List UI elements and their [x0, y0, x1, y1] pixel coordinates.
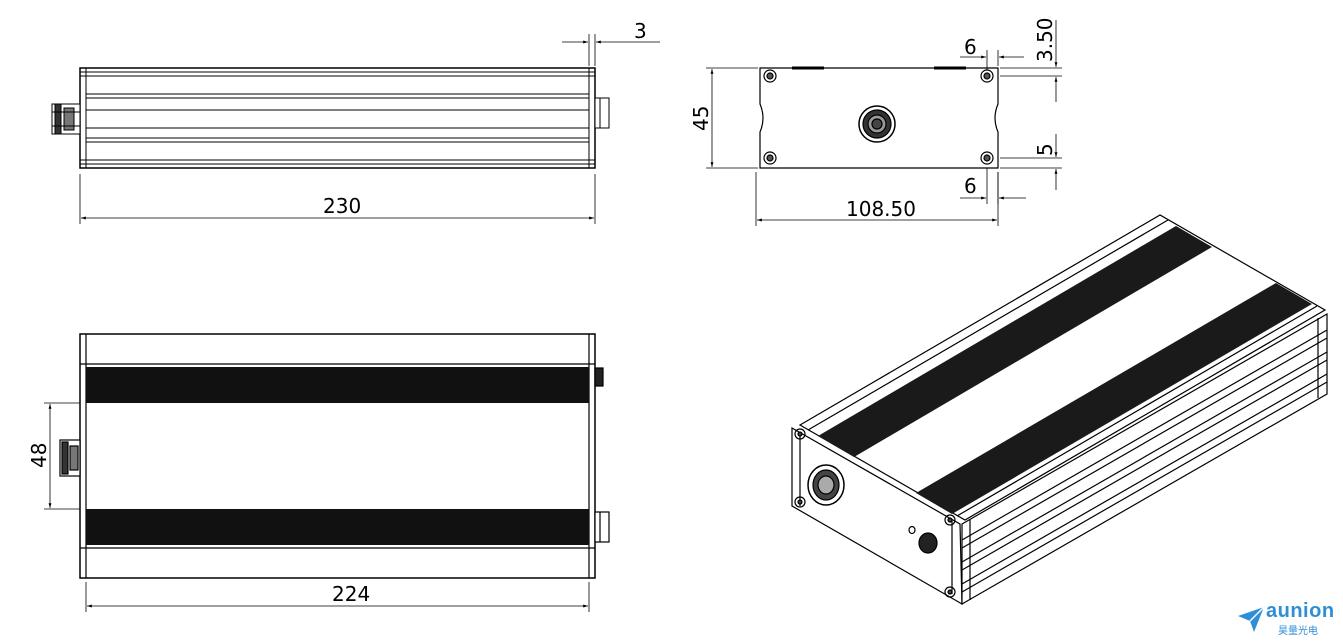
paper-plane-icon — [1238, 606, 1265, 632]
brand-logo: aunion 昊量光电 — [1236, 600, 1340, 638]
dimension-height: 45 — [689, 67, 758, 169]
top-view — [59, 333, 610, 579]
isometric-view — [791, 214, 1328, 606]
dimension-offset: 3 — [562, 19, 660, 66]
dim-height-label: 45 — [689, 106, 713, 131]
dim-hole-x-bottom-label: 6 — [964, 174, 977, 198]
end-view — [759, 66, 999, 169]
dim-side-height-label: 48 — [27, 443, 51, 468]
dimension-hole-x-top: 6 — [960, 35, 1024, 70]
dim-offset-label: 3 — [634, 19, 647, 43]
front-view — [51, 67, 610, 169]
brand-name: aunion — [1266, 600, 1335, 622]
dimension-hole-y-bottom: 5 — [1000, 134, 1062, 190]
dimension-hole-y-top: 3.50 — [1000, 17, 1062, 102]
dim-hole-y-bottom-label: 5 — [1033, 143, 1057, 156]
dim-bottom-length-label: 224 — [332, 582, 370, 606]
dim-width-label: 108.50 — [846, 197, 916, 221]
dim-hole-x-top-label: 6 — [964, 35, 977, 59]
dim-front-length-label: 230 — [323, 194, 361, 218]
dimension-front-length: 230 — [79, 174, 596, 224]
dimension-bottom-length: 224 — [85, 582, 590, 612]
brand-subtitle: 昊量光电 — [1278, 626, 1318, 637]
dimension-hole-x-bottom: 6 — [960, 168, 1026, 204]
dimension-width: 108.50 — [755, 172, 999, 226]
dim-hole-y-top-label: 3.50 — [1033, 17, 1057, 62]
dimension-side-height: 48 — [27, 402, 80, 510]
